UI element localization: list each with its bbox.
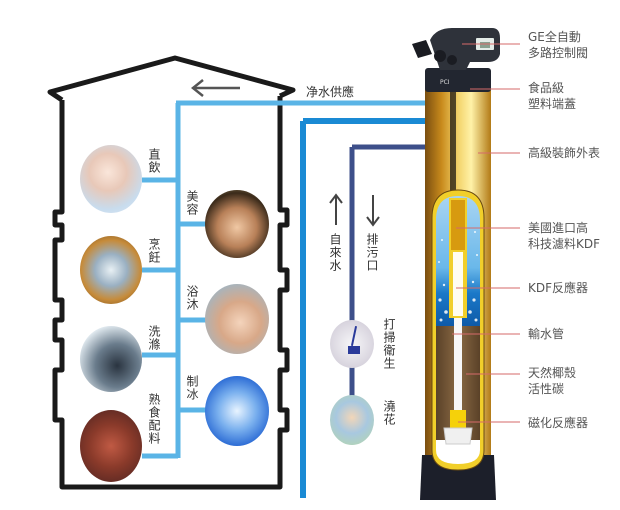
part-label-control-valve: GE全自動 多路控制閥: [528, 30, 589, 60]
use-label-cooked-food: 熟食配料: [147, 393, 161, 445]
beauty-spa-photo: [205, 190, 269, 258]
svg-text:PCI: PCI: [440, 79, 450, 86]
use-label-cooking: 烹飪: [147, 238, 161, 264]
tap-water-pipe: [300, 118, 432, 498]
part-label-kdf-reactor: KDF反應器: [528, 281, 589, 295]
supply-label: 净水供應: [306, 85, 355, 99]
cooking-pot-photo: [80, 236, 142, 304]
woman-face-photo: [80, 145, 142, 213]
watering-plants-photo: [330, 395, 374, 445]
inlet-arrow: [329, 193, 343, 225]
use-label-washing: 洗滌: [147, 325, 161, 351]
clean-water-pipe: [142, 100, 432, 459]
end-cap: [425, 68, 491, 92]
drain-arrow: [366, 195, 380, 227]
mop-photo: [330, 320, 374, 368]
shower-photo: [205, 284, 269, 354]
part-label-activated-carbon: 天然椰殼 活性碳: [528, 366, 577, 396]
drain-label: 排污口: [365, 233, 379, 272]
washing-machine-photo: [80, 326, 142, 392]
leader-lines: [452, 43, 520, 423]
drain-use-watering: 澆花: [382, 400, 396, 426]
inlet-label: 自來水: [328, 233, 342, 272]
drain-use-cleaning: 打掃衛生: [382, 318, 396, 370]
use-label-beauty: 美容: [185, 190, 199, 216]
use-label-ice-making: 制冰: [185, 375, 199, 401]
part-label-magnetic-reactor: 磁化反應器: [528, 416, 589, 430]
use-label-bathing: 浴沐: [185, 285, 199, 311]
part-label-end-cap: 食品級 塑料端蓋: [528, 81, 577, 111]
supply-direction-arrow: [190, 79, 240, 97]
part-label-outlet-tube: 輸水管: [528, 327, 565, 341]
cooked-food-photo: [80, 410, 142, 482]
part-label-kdf-media: 美國進口高 科技濾料KDF: [528, 221, 601, 251]
part-label-outer-shell: 高級裝飾外表: [528, 146, 601, 160]
filter-tank: PCI: [412, 28, 500, 500]
use-label-drinking: 直飲: [147, 148, 161, 174]
ice-cubes-photo: [205, 376, 269, 446]
house-outline: [47, 55, 296, 490]
